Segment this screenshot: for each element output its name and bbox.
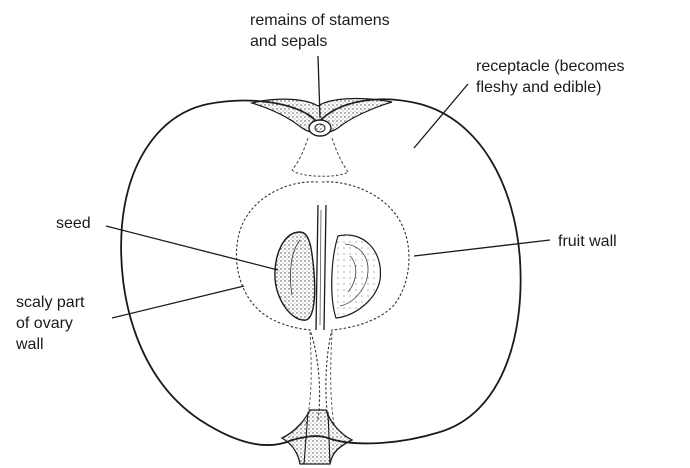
core-strand-upper [292, 138, 348, 172]
label-seed: seed [56, 213, 91, 234]
leader-receptacle [414, 84, 468, 148]
label-scaly-line1: scaly part [16, 292, 84, 313]
leader-seed [106, 226, 278, 270]
stalk [282, 410, 352, 464]
label-scaly-line2: of ovary [16, 313, 84, 334]
label-stamens-line1: remains of stamens [250, 10, 390, 31]
label-receptacle: receptacle (becomes fleshy and edible) [476, 56, 625, 98]
label-fruit-wall-text: fruit wall [558, 231, 617, 252]
leader-fruit-wall [414, 240, 550, 256]
label-receptacle-line1: receptacle (becomes [476, 56, 625, 77]
seed-shape [275, 232, 315, 320]
label-seed-text: seed [56, 213, 91, 234]
label-receptacle-line2: fleshy and edible) [476, 77, 625, 98]
core-outline [236, 182, 409, 420]
label-scaly-part: scaly part of ovary wall [16, 292, 84, 355]
label-stamens-line2: and sepals [250, 31, 390, 52]
label-stamens-sepals: remains of stamens and sepals [250, 10, 390, 52]
label-scaly-line3: wall [16, 334, 84, 355]
label-fruit-wall: fruit wall [558, 231, 617, 252]
apple-outline [121, 99, 521, 445]
leader-scaly [112, 286, 244, 318]
